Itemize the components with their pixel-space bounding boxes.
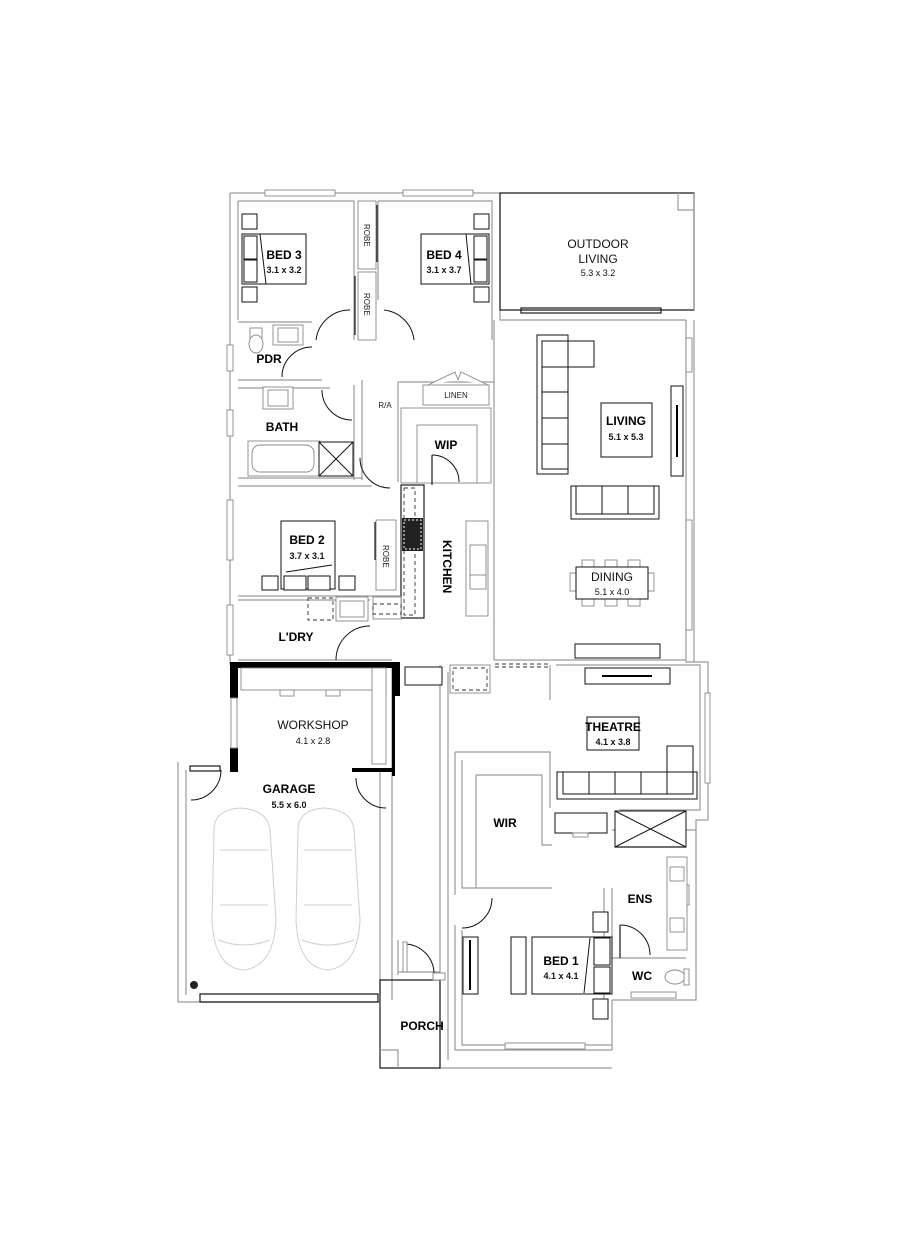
door-bed3[interactable] <box>315 309 351 341</box>
dims-garage: 5.5 x 6.0 <box>271 800 306 810</box>
living-furniture <box>536 334 684 520</box>
label-bed2: BED 2 <box>289 533 325 547</box>
room-labels: BED 3 3.1 x 3.2 BED 4 3.1 x 3.7 ROBE ROB… <box>256 224 652 1033</box>
laundry-fixtures <box>307 596 371 661</box>
bed1-furniture <box>462 911 613 1020</box>
bed4-furniture <box>420 213 490 303</box>
label-bed1: BED 1 <box>543 954 579 968</box>
door-wir[interactable] <box>461 897 493 929</box>
dims-outdoor: 5.3 x 3.2 <box>581 268 616 278</box>
theatre-furniture <box>556 667 698 800</box>
dining-furniture <box>569 559 661 659</box>
label-living: LIVING <box>606 414 646 428</box>
dims-bed1: 4.1 x 4.1 <box>543 971 578 981</box>
label-porch: PORCH <box>400 1019 443 1033</box>
label-robe-c: ROBE <box>381 545 390 568</box>
label-ens: ENS <box>628 892 653 906</box>
robe-b <box>357 271 377 341</box>
windows <box>226 189 711 1050</box>
dims-theatre: 4.1 x 3.8 <box>595 737 630 747</box>
porch-entry <box>402 941 446 981</box>
robe-a <box>357 200 377 270</box>
label-bed4: BED 4 <box>426 248 462 262</box>
label-garage: GARAGE <box>263 782 316 796</box>
dims-bed3: 3.1 x 3.2 <box>266 265 301 275</box>
label-outdoor-1: OUTDOOR <box>567 237 629 251</box>
label-workshop: WORKSHOP <box>277 718 348 732</box>
label-kitchen: KITCHEN <box>440 540 454 593</box>
label-wir: WIR <box>493 816 517 830</box>
dims-dining: 5.1 x 4.0 <box>595 587 630 597</box>
dims-workshop: 4.1 x 2.8 <box>296 736 331 746</box>
label-ra: R/A <box>378 401 392 410</box>
label-linen: LINEN <box>444 391 468 400</box>
dims-bed2: 3.7 x 3.1 <box>289 551 324 561</box>
pdr-fixtures <box>248 324 313 378</box>
linen-wip <box>400 371 492 485</box>
bed2-furniture <box>261 520 356 591</box>
label-laundry: L'DRY <box>278 630 313 644</box>
label-bed3: BED 3 <box>266 248 302 262</box>
label-bath: BATH <box>266 420 298 434</box>
dims-living: 5.1 x 5.3 <box>608 432 643 442</box>
garage-firewall <box>230 662 400 776</box>
kitchen-fixtures <box>372 484 489 620</box>
label-robe-b: ROBE <box>362 293 371 316</box>
label-wip: WIP <box>435 438 458 452</box>
dims-bed4: 3.1 x 3.7 <box>426 265 461 275</box>
label-wc: WC <box>632 969 652 983</box>
door-bed4[interactable] <box>383 309 415 341</box>
label-pdr: PDR <box>256 352 282 366</box>
label-outdoor-2: LIVING <box>578 252 617 266</box>
walls <box>177 192 709 1069</box>
garage-cars <box>189 765 387 989</box>
bed3-furniture <box>241 213 307 303</box>
label-theatre: THEATRE <box>585 720 641 734</box>
ensuite-fixtures <box>554 810 690 986</box>
label-robe-a: ROBE <box>362 224 371 247</box>
label-dining: DINING <box>591 570 633 584</box>
workshop-bench <box>240 663 548 765</box>
bath-fixtures <box>247 386 391 489</box>
